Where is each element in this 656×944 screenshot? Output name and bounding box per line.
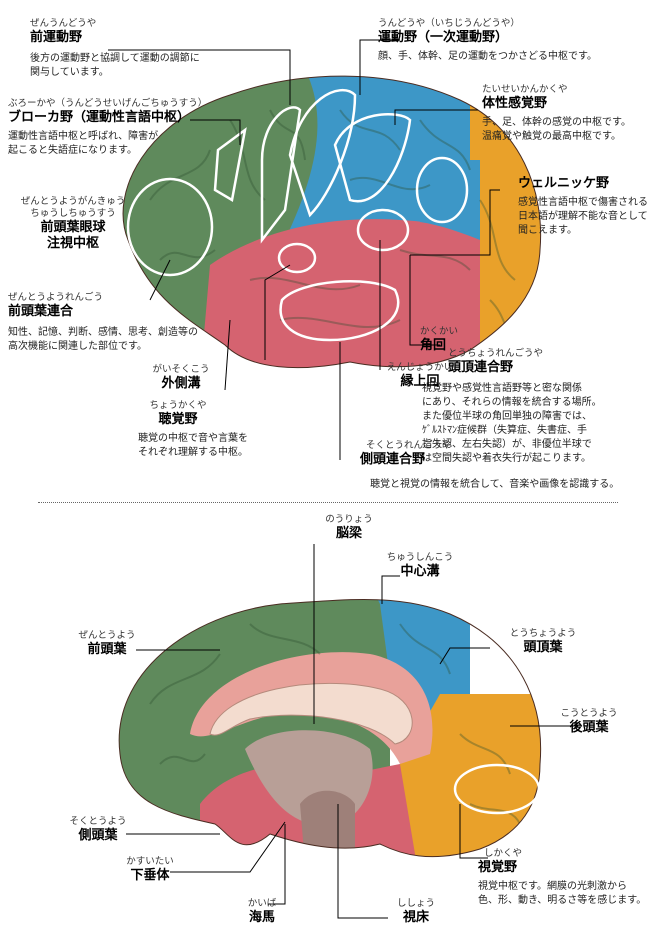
parietal-assoc-desc: 視覚野や感覚性言語野等と密な関係 にあり、それらの情報を統合する場所。 また優位… — [422, 383, 602, 464]
premotor-label: ぜんうんどうや 前運動野 後方の運動野と協調して運動の調節に 関与しています。 — [30, 18, 200, 80]
medial-brain-illustration — [118, 544, 578, 919]
supramarginal-title: 縁上回 — [400, 374, 440, 389]
auditory-title: 聴覚野 — [158, 412, 198, 427]
motor-label: うんどうや（いちじうんどうや） 運動野（一次運動野） 顔、手、体幹、足の運動をつ… — [378, 18, 597, 64]
frontal-lobe-title: 前頭葉 — [87, 642, 127, 657]
wernicke-label: ウェルニッケ野 感覚性言語中枢で傷害される 日本語が理解不能な音として 聞こえま… — [518, 176, 648, 238]
frontal-lobe-label: ぜんとうよう 前頭葉 — [72, 630, 142, 658]
section-divider — [38, 502, 618, 503]
auditory-desc: 聴覚の中枢で音や言葉を それぞれ理解する中枢。 — [138, 433, 248, 458]
temporal-assoc-ruby: そくとうれんごうや — [366, 440, 452, 451]
brainstem-area — [300, 790, 355, 857]
angular-gyrus-outline — [415, 156, 469, 224]
parietal-assoc-ruby: とうちょうれんごうや — [448, 348, 544, 359]
somatosensory-ruby: たいせいかんかくや — [482, 84, 568, 95]
callosum-label: のうりょう 脳梁 — [304, 514, 394, 542]
visual-cortex-outline — [453, 763, 541, 815]
motor-ruby: うんどうや（いちじうんどうや） — [378, 18, 520, 29]
pituitary-title: 下垂体 — [130, 868, 170, 883]
callosum-title: 脳梁 — [335, 526, 362, 541]
eye-field-outline — [126, 177, 214, 277]
parietal-assoc-label: とうちょうれんごうや 頭頂連合野 — [448, 348, 543, 376]
frontal-lobe-ruby: ぜんとうよう — [78, 630, 136, 641]
parietal-assoc-title: 頭頂連合野 — [448, 360, 514, 375]
somatosensory-desc: 手、足、体幹の感覚の中枢です。 温痛覚や触覚の最高中枢です。 — [482, 117, 631, 142]
temporal-assoc-label: そくとうれんごうや 側頭連合野 — [360, 440, 452, 468]
broca-outline — [213, 127, 247, 202]
pituitary-ruby: かすいたい — [126, 856, 174, 867]
somatosensory-title: 体性感覚野 — [482, 96, 548, 111]
motor-desc: 顔、手、体幹、足の運動をつかさどる中枢です。 — [378, 51, 597, 62]
occipital-lobe-ruby: こうとうよう — [560, 708, 618, 719]
prefrontal-desc: 知性、記憶、判断、感情、思考、創造等の 高次機能に関連した部位です。 — [8, 327, 198, 352]
hippocampus-title: 海馬 — [248, 910, 275, 925]
broca-label: ぶろーかや（うんどうせいげんごちゅうすう） ブローカ野（運動性言語中枢） 運動性… — [8, 98, 207, 158]
lateral-brain-illustration — [108, 39, 542, 460]
broca-title: ブローカ野（運動性言語中枢） — [8, 110, 191, 125]
pituitary-label: かすいたい 下垂体 — [110, 856, 190, 884]
eye-field-ruby: ぜんとうようがんきゅう ちゅうしちゅうすう — [20, 196, 126, 219]
callosum-ruby: のうりょう — [325, 514, 373, 525]
parietal-lobe-label: とうちょうよう 頭頂葉 — [498, 628, 588, 656]
parietal-lobe-title: 頭頂葉 — [523, 640, 563, 655]
parietal-lobe-ruby: とうちょうよう — [509, 628, 577, 639]
visual-cortex-title: 視覚野 — [478, 860, 518, 875]
supramarginal-outline — [356, 208, 410, 252]
thalamus-ruby: ししょう — [396, 898, 435, 909]
occipital-lobe-label: こうとうよう 後頭葉 — [544, 708, 634, 736]
eye-field-label: ぜんとうようがんきゅう ちゅうしちゅうすう 前頭葉眼球 注視中枢 — [8, 196, 138, 252]
temporal-assoc-outline — [279, 280, 400, 342]
thalamus-label: ししょう 視床 — [386, 898, 446, 926]
broca-desc: 運動性言語中枢と呼ばれ、障害が 起こると失語症になります。 — [8, 131, 159, 156]
occipital-lobe-title: 後頭葉 — [569, 720, 609, 735]
visual-cortex-desc: 視覚中枢です。網膜の光刺激から 色、形、動き、明るさ等を感じます。 — [478, 881, 647, 906]
temporal-lobe-label: そくとうよう 側頭葉 — [58, 816, 138, 844]
lateral-sulcus-ruby: がいそくこう — [152, 364, 210, 375]
temporal-lobe-title: 側頭葉 — [78, 828, 118, 843]
motor-outline — [288, 89, 357, 218]
broca-ruby: ぶろーかや（うんどうせいげんごちゅうすう） — [8, 98, 208, 109]
angular-label: かくかい 角回 — [420, 326, 458, 354]
eye-field-title: 前頭葉眼球 注視中枢 — [40, 220, 106, 251]
premotor-ruby: ぜんうんどうや — [30, 18, 97, 29]
central-sulcus-title: 中心溝 — [400, 564, 440, 579]
somatosensory-outline — [333, 113, 412, 203]
corpus-callosum-area — [209, 682, 413, 745]
prefrontal-ruby: ぜんとうようれんごう — [8, 292, 104, 303]
motor-title: 運動野（一次運動野） — [378, 30, 509, 45]
central-sulcus-label: ちゅうしんこう 中心溝 — [360, 552, 480, 580]
thalamus-title: 視床 — [402, 910, 429, 925]
angular-ruby: かくかい — [420, 326, 459, 337]
temporal-assoc-title: 側頭連合野 — [360, 452, 426, 467]
auditory-ruby: ちょうかくや — [149, 400, 207, 411]
lateral-sulcus-title: 外側溝 — [161, 376, 201, 391]
temporal-assoc-desc: 聴覚と視覚の情報を統合して、音楽や画像を認識する。 — [370, 479, 620, 490]
prefrontal-title: 前頭葉連合 — [8, 304, 74, 319]
wernicke-title: ウェルニッケ野 — [518, 176, 610, 191]
hippocampus-ruby: かいば — [247, 898, 277, 909]
visual-cortex-label: しかくや 視覚野 視覚中枢です。網膜の光刺激から 色、形、動き、明るさ等を感じま… — [478, 848, 646, 908]
hippocampus-label: かいば 海馬 — [232, 898, 292, 926]
prefrontal-label: ぜんとうようれんごう 前頭葉連合 知性、記憶、判断、感情、思考、創造等の 高次機… — [8, 292, 198, 354]
temporal-lobe-ruby: そくとうよう — [69, 816, 127, 827]
supramarginal-ruby: えんじょうかい — [386, 362, 454, 373]
visual-cortex-ruby: しかくや — [484, 848, 523, 859]
supramarginal-label: えんじょうかい 縁上回 — [378, 362, 462, 390]
premotor-desc: 後方の運動野と協調して運動の調節に 関与しています。 — [30, 53, 200, 78]
central-sulcus-ruby: ちゅうしんこう — [386, 552, 454, 563]
angular-title: 角回 — [420, 338, 447, 353]
somatosensory-label: たいせいかんかくや 体性感覚野 手、足、体幹の感覚の中枢です。 温痛覚や触覚の最… — [482, 84, 631, 144]
auditory-label: ちょうかくや 聴覚野 聴覚の中枢で音や言葉を それぞれ理解する中枢。 — [138, 400, 248, 460]
wernicke-desc: 感覚性言語中枢で傷害される 日本語が理解不能な音として 聞こえます。 — [518, 197, 648, 236]
premotor-title: 前運動野 — [30, 30, 83, 45]
lateral-sulcus-label: がいそくこう 外側溝 — [136, 364, 226, 392]
auditory-outline — [277, 242, 317, 274]
